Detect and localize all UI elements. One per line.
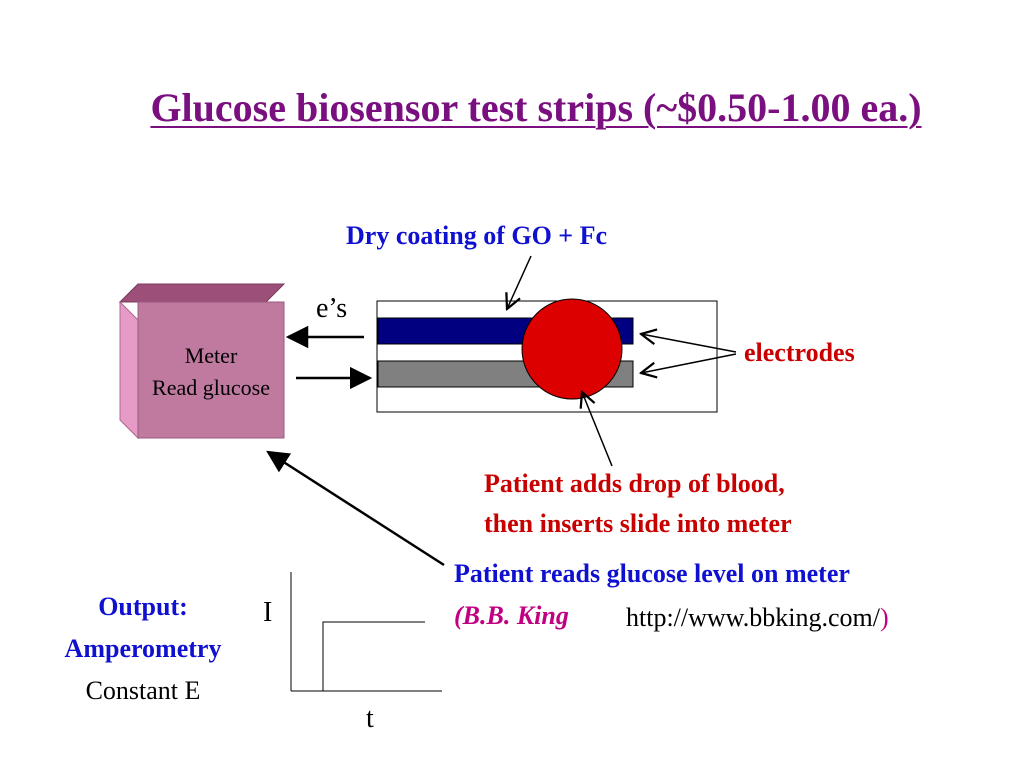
page-title: Glucose biosensor test strips (~$0.50-1.… [150, 85, 922, 130]
meter-box [118, 283, 286, 440]
test-strip [376, 298, 718, 413]
meter-sublabel: Read glucose [152, 375, 270, 400]
output-method: Amperometry [64, 634, 222, 663]
reads-arrow [266, 450, 445, 567]
coating-label: Dry coating of GO + Fc [346, 221, 608, 250]
amperometry-graph [290, 572, 442, 692]
king-label: (B.B. King [454, 601, 569, 630]
electrodes-label: electrodes [744, 338, 855, 367]
output-heading: Output: [98, 592, 188, 621]
output-condition: Constant E [85, 676, 201, 705]
graph-x-label: t [366, 703, 374, 734]
graph-y-label: I [263, 597, 273, 628]
coating-pointer [507, 255, 532, 309]
blood-pointer [582, 392, 613, 467]
url-close-paren: ) [879, 603, 889, 632]
blood-drop [521, 298, 623, 400]
electrode-pointer-bottom [641, 353, 737, 373]
bbking-url[interactable]: http://www.bbking.com/ [626, 603, 880, 632]
bbking-link[interactable]: http://www.bbking.com/) [626, 603, 889, 633]
electrons-label: e’s [316, 293, 348, 324]
current-step [322, 621, 425, 691]
blood-label-line1: Patient adds drop of blood, [484, 469, 785, 498]
electrode-pointer-top [641, 334, 737, 353]
reads-label: Patient reads glucose level on meter [454, 559, 850, 588]
blood-label-line2: then inserts slide into meter [484, 509, 792, 538]
meter-label: Meter [184, 343, 238, 368]
